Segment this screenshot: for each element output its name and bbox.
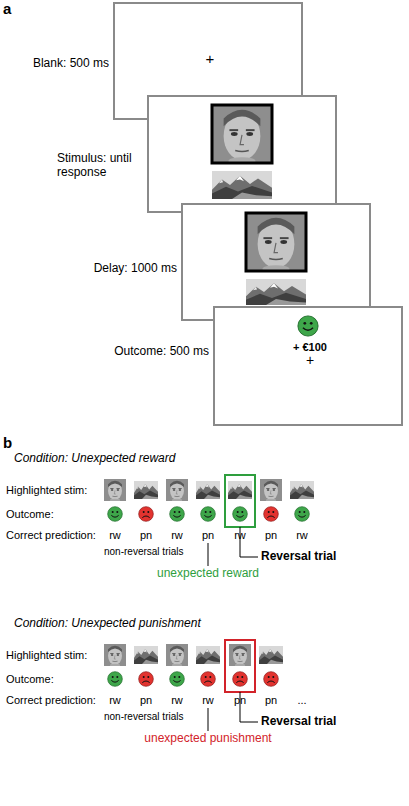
timing-label: Stimulus: until response: [57, 151, 143, 179]
row-label: Correct prediction:: [6, 694, 96, 707]
note: non-reversal trials: [104, 545, 183, 558]
row-label: Outcome:: [6, 508, 54, 521]
row-label: Correct prediction:: [6, 529, 96, 542]
prediction-cell: rw: [109, 694, 121, 707]
row-label: Outcome:: [6, 673, 54, 686]
row-label: Highlighted stim:: [6, 649, 87, 662]
prediction-cell: rw: [109, 529, 121, 542]
screen-frame: Delay: 1000 ms: [181, 203, 371, 321]
screen-frame: Outcome: 500 ms+ €100+: [213, 306, 403, 426]
prediction-cell: pn: [265, 694, 277, 707]
prediction-cell: rw: [202, 694, 214, 707]
callout-label: unexpected reward: [157, 567, 259, 580]
timing-label: Delay: 1000 ms: [94, 261, 177, 275]
condition-title: Condition: Unexpected reward: [14, 452, 175, 465]
panel-letter: a: [3, 2, 11, 15]
callout-label: Reversal trial: [261, 715, 336, 728]
screen-text: + €100: [293, 340, 327, 354]
screen-text: +: [206, 52, 215, 66]
prediction-cell: pn: [202, 529, 214, 542]
note: non-reversal trials: [104, 710, 183, 723]
screen-frame: Stimulus: until response: [147, 95, 337, 213]
prediction-cell: pn: [265, 529, 277, 542]
condition-title: Condition: Unexpected punishment: [14, 617, 201, 630]
panel-letter: b: [3, 436, 12, 449]
prediction-cell: pn: [234, 694, 246, 707]
timing-label: Blank: 500 ms: [33, 56, 109, 70]
prediction-cell: rw: [296, 529, 308, 542]
prediction-cell: rw: [171, 694, 183, 707]
prediction-cell: pn: [140, 529, 152, 542]
prediction-cell: rw: [171, 529, 183, 542]
row-label: Highlighted stim:: [6, 484, 87, 497]
timing-label: Outcome: 500 ms: [114, 344, 209, 358]
prediction-cell: rw: [234, 529, 246, 542]
prediction-cell: pn: [140, 694, 152, 707]
callout-label: Reversal trial: [261, 550, 336, 563]
prediction-cell: ...: [297, 694, 306, 707]
screen-text: +: [306, 353, 314, 367]
callout-label: unexpected punishment: [144, 732, 271, 745]
